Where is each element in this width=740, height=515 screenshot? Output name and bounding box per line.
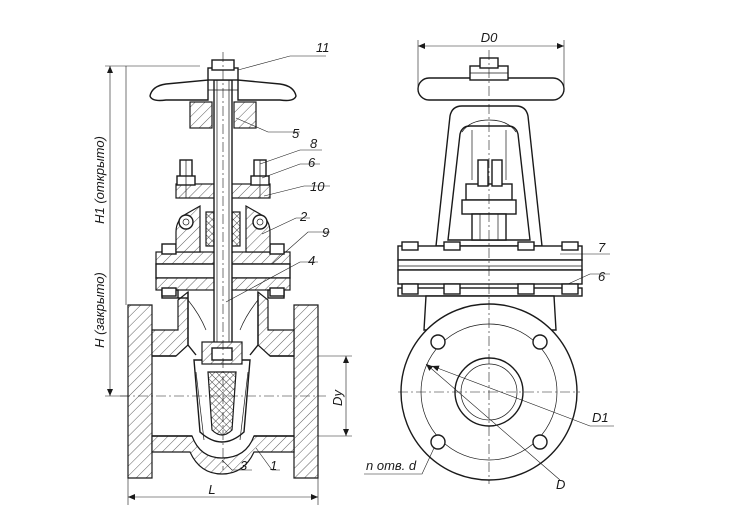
dim-H-label: H (закрыто) bbox=[92, 272, 107, 348]
side-flange bbox=[397, 241, 583, 297]
callout-8: 8 bbox=[310, 136, 318, 151]
callout-6-right: 6 bbox=[598, 269, 606, 284]
callout-5: 5 bbox=[292, 126, 300, 141]
dim-D-label: D bbox=[556, 477, 565, 492]
dim-Dy-label: Dy bbox=[330, 389, 345, 406]
dim-D0-label: D0 bbox=[481, 30, 498, 45]
dim-L-label: L bbox=[208, 482, 215, 497]
callout-7: 7 bbox=[598, 240, 606, 255]
callout-4: 4 bbox=[308, 253, 315, 268]
callout-11: 11 bbox=[316, 40, 330, 55]
callout-6-left: 6 bbox=[308, 155, 316, 170]
pipe-flange bbox=[398, 300, 580, 484]
bonnet bbox=[175, 204, 271, 253]
callout-2: 2 bbox=[299, 209, 308, 224]
right-dimensions: D0 D1 D n отв. d 7 6 bbox=[364, 30, 614, 492]
front-section-view bbox=[120, 52, 326, 479]
callout-3: 3 bbox=[240, 458, 248, 473]
handwheel-left bbox=[149, 79, 297, 102]
left-dimensions: L H1 (открыто) H (закрыто) Dy bbox=[92, 65, 352, 505]
callout-9: 9 bbox=[322, 225, 329, 240]
wedge bbox=[193, 341, 251, 443]
handwheel-right bbox=[417, 57, 565, 101]
dim-H1-label: H1 (открыто) bbox=[92, 136, 107, 224]
valve-body bbox=[127, 290, 319, 479]
dim-holes-label: n отв. d bbox=[366, 458, 417, 473]
callout-10: 10 bbox=[310, 179, 325, 194]
dim-D1-label: D1 bbox=[592, 410, 609, 425]
side-view bbox=[397, 50, 583, 484]
callout-1: 1 bbox=[270, 458, 277, 473]
left-callouts: 11 5 8 6 10 2 9 4 3 1 bbox=[221, 40, 330, 473]
